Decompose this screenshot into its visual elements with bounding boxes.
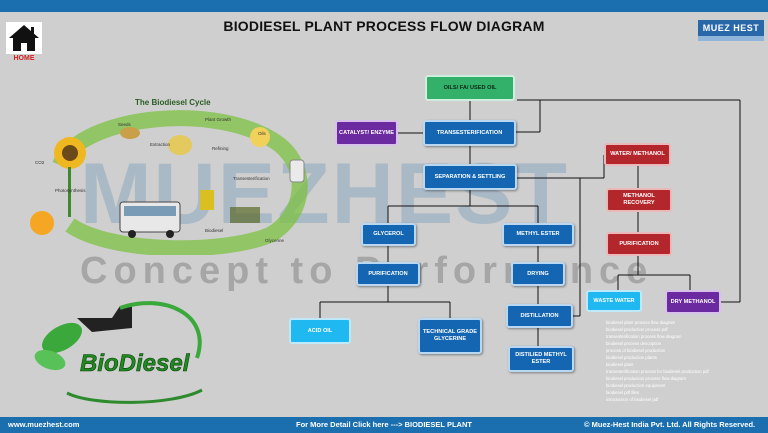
home-icon	[6, 22, 42, 54]
keyword-list: biodiesel plant process flow diagram bio…	[606, 319, 709, 403]
brand-logo: MUEZ HEST	[698, 20, 764, 36]
node-purification-glycerol: PURIFICATION	[356, 262, 420, 286]
keyword-item: biodiesel pdf files	[606, 390, 639, 395]
keyword-item: biodiesel plant process flow diagram	[606, 320, 676, 325]
keyword-item: biodiesel process description	[606, 341, 662, 346]
cycle-label: Extraction	[150, 142, 171, 147]
cycle-label: CO2	[35, 160, 45, 165]
cycle-label: Biodiesel	[205, 228, 224, 233]
node-transesterification: TRANSESTERIFICATION	[423, 120, 516, 146]
biodiesel-logo-text: BioDiesel	[80, 350, 190, 378]
footer-copyright: © Muez-Hest India Pvt. Ltd. All Rights R…	[584, 420, 756, 429]
node-purification-recovery: PURIFICATION	[606, 232, 672, 256]
fuel-nozzle-leaf-icon	[34, 301, 203, 404]
keyword-item: transesterification process flow diagram	[606, 334, 682, 339]
footer-detail-link[interactable]: For More Detail Click here ---> BIODIESE…	[296, 420, 472, 429]
keyword-item: biodiesel production equipment	[606, 383, 666, 388]
node-oils-feedstock: OILS/ FA/ USED OIL	[425, 75, 515, 101]
node-separation-settling: SEPARATION & SETTLING	[423, 164, 517, 190]
cycle-label: Seeds	[118, 122, 131, 127]
node-waste-water: WASTE WATER	[586, 290, 642, 312]
footer-website-link[interactable]: www.muezhest.com	[8, 420, 80, 429]
biodiesel-cycle-illustration	[30, 110, 308, 255]
keyword-item: biodiesel plant	[606, 362, 634, 367]
keyword-item: introduction of biodiesel pdf	[606, 397, 659, 402]
keyword-item: biodiesel production plants	[606, 355, 657, 360]
node-drying: DRYING	[511, 262, 565, 286]
node-dry-methanol: DRY METHANOL	[665, 290, 721, 314]
node-distillation: DISTILLATION	[506, 304, 573, 328]
cycle-label: Oils	[258, 131, 266, 136]
top-bar	[0, 0, 768, 12]
cycle-label: Glycerine	[265, 238, 285, 243]
home-label: HOME	[13, 55, 35, 62]
node-water-methanol: WATER/ METHANOL	[604, 143, 671, 166]
node-methyl-ester: METHYL ESTER	[502, 223, 574, 246]
node-glycerol: GLYCEROL	[361, 223, 416, 246]
cycle-label: Transesterification	[233, 176, 270, 181]
node-technical-glycerine: TECHNICAL GRADE GLYCERINE	[418, 318, 482, 354]
node-methanol-recovery: METHANOL RECOVERY	[606, 188, 672, 212]
node-acid-oil: ACID OIL	[289, 318, 351, 344]
keyword-item: transesterification process for biodiese…	[606, 369, 709, 374]
cycle-label: Refining	[212, 146, 229, 151]
page-title: BIODIESEL PLANT PROCESS FLOW DIAGRAM	[223, 18, 545, 34]
brand-logo-strip	[698, 36, 764, 41]
cycle-label: Plant Growth	[205, 117, 232, 122]
footer-bar: www.muezhest.com For More Detail Click h…	[0, 417, 768, 433]
keyword-item: biodiesel production process flow diagra…	[606, 376, 687, 381]
cycle-title: The Biodiesel Cycle	[135, 98, 211, 107]
home-button[interactable]: HOME	[6, 22, 42, 64]
keyword-item: process of biodiesel production	[606, 348, 666, 353]
cycle-label: Photosynthesis	[55, 188, 86, 193]
keyword-item: biodiesel production process pdf	[606, 327, 668, 332]
node-distilled-methyl-ester: DISTILIED METHYL ESTER	[508, 346, 574, 372]
node-catalyst-enzyme: CATALYST/ ENZYME	[335, 120, 398, 146]
